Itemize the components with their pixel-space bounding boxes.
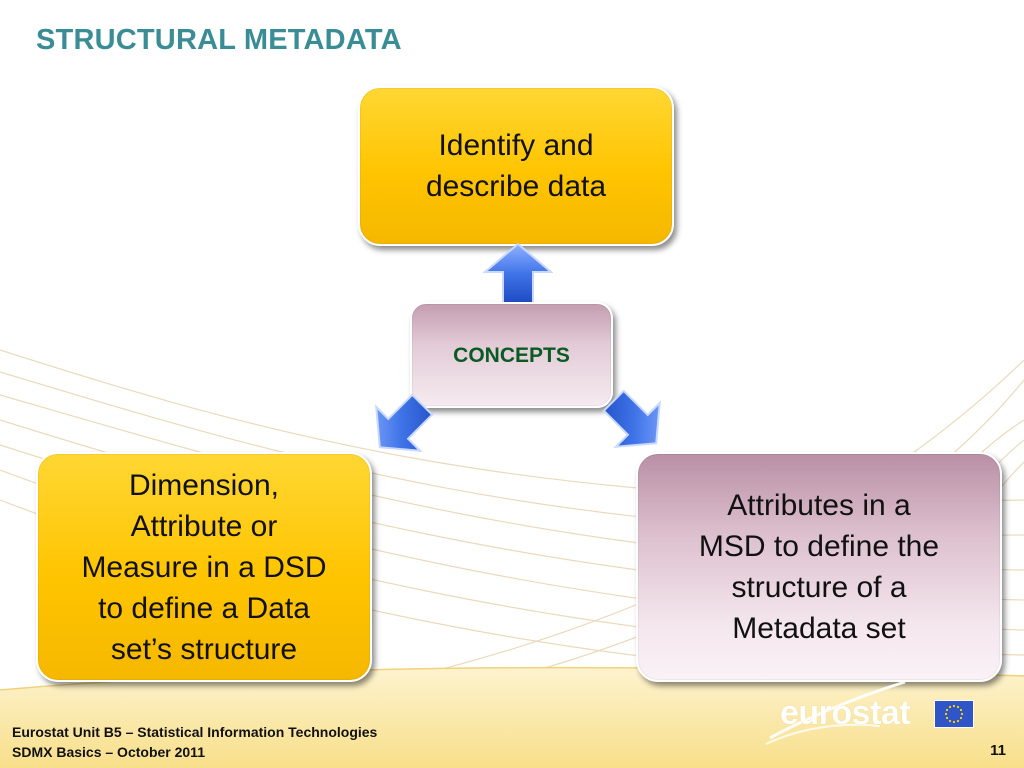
dimension-line-4: to define a Data <box>98 591 310 625</box>
attributes-line-3: structure of a <box>731 571 907 604</box>
eurostat-logo-text: eurostat <box>780 694 911 732</box>
eu-flag-icon <box>934 700 974 728</box>
attributes-line-4: Metadata set <box>732 612 906 645</box>
attributes-box: Attributes in a MSD to define the struct… <box>636 452 1002 682</box>
dimension-line-3: Measure in a DSD <box>81 550 327 584</box>
arrow-down-left-icon <box>375 394 434 452</box>
identify-line-1: Identify and <box>438 129 594 162</box>
slide-title: STRUCTURAL METADATA <box>36 24 402 56</box>
identify-box: Identify and describe data <box>358 86 674 246</box>
dimension-line-2: Attribute or <box>130 509 278 543</box>
eu-stars-icon <box>944 704 964 724</box>
identify-line-2: describe data <box>425 170 607 203</box>
page-number: 11 <box>990 742 1006 759</box>
arrow-up-icon <box>483 242 553 305</box>
logo-swoosh-icon <box>765 680 906 745</box>
dimension-line-1: Dimension, <box>128 468 280 502</box>
attributes-line-1: Attributes in a <box>727 489 911 522</box>
arrow-down-right-icon <box>602 390 661 448</box>
footer-unit-text: Eurostat Unit B5 – Statistical Informati… <box>12 724 378 740</box>
concepts-box: CONCEPTS <box>410 302 613 408</box>
footer-course-text: SDMX Basics – October 2011 <box>12 744 205 760</box>
attributes-line-2: MSD to define the <box>698 530 940 563</box>
concepts-label: CONCEPTS <box>453 343 570 367</box>
dimension-box: Dimension, Attribute or Measure in a DSD… <box>36 452 372 682</box>
dimension-line-5: set’s structure <box>110 632 298 666</box>
